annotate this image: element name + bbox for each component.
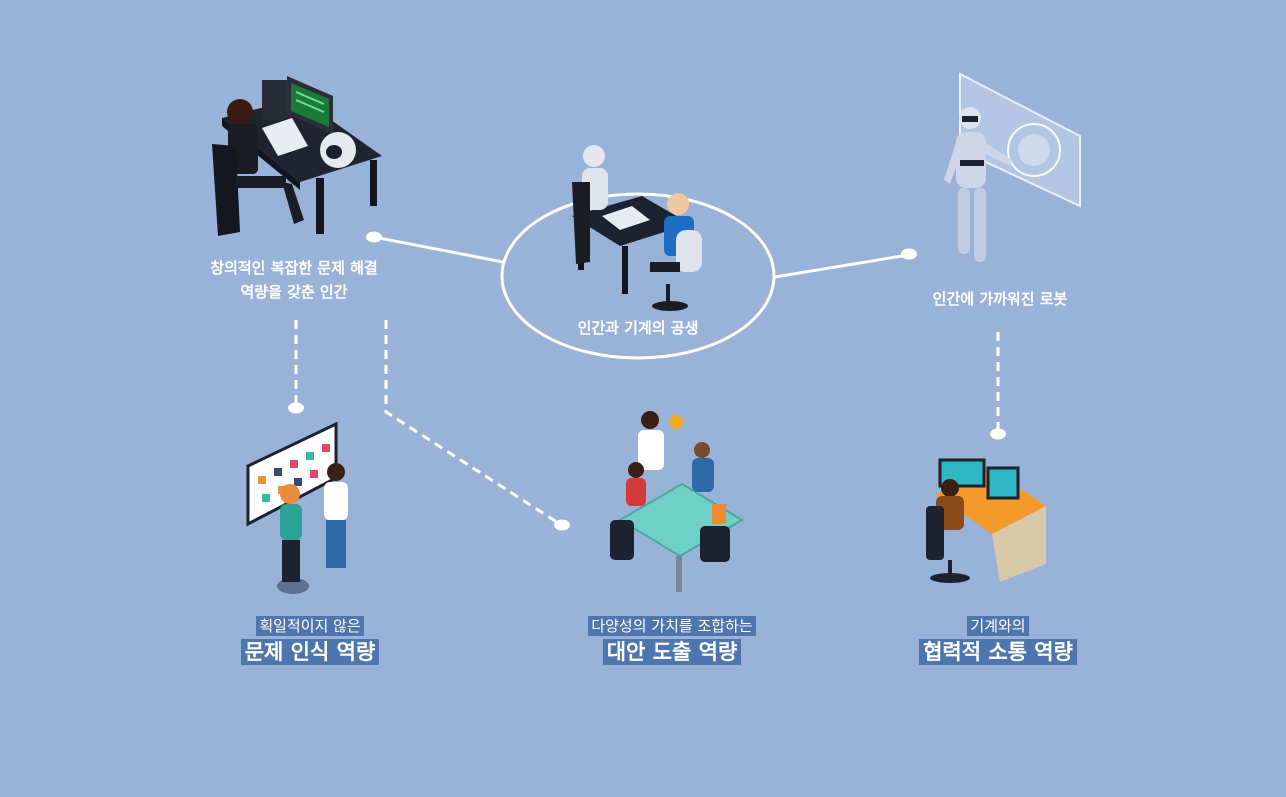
competency-collaborative-communication-subtitle: 기계와의 [967, 616, 1029, 636]
robot-chess-illustration [572, 145, 702, 311]
competency-problem-recognition: 획일적이지 않은 문제 인식 역량 [190, 616, 430, 665]
competency-problem-recognition-subtitle: 획일적이지 않은 [256, 616, 364, 636]
competency-alternative-derivation: 다양성의 가치를 조합하는 대안 도출 역량 [552, 616, 792, 665]
office-desk-illustration [926, 458, 1046, 583]
human-node-label: 창의적인 복잡한 문제 해결 역량을 갖춘 인간 [176, 256, 412, 304]
dot-robot [901, 248, 917, 260]
competency-alternative-derivation-title: 대안 도출 역량 [602, 639, 742, 665]
robot-hologram-illustration [944, 72, 1081, 262]
team-meeting-illustration [610, 411, 744, 592]
dot-collab [990, 428, 1006, 440]
connector-dots [288, 231, 1006, 531]
center-node-label: 인간과 기계의 공생 [577, 319, 699, 337]
competency-alternative-derivation-subtitle: 다양성의 가치를 조합하는 [588, 616, 756, 636]
competency-collaborative-communication-title: 협력적 소통 역량 [919, 639, 1077, 665]
whiteboard-illustration [246, 421, 348, 594]
competency-collaborative-communication: 기계와의 협력적 소통 역량 [878, 616, 1118, 665]
human-node-label-line1: 창의적인 복잡한 문제 해결 [210, 259, 378, 277]
dot-human [366, 231, 382, 243]
center-ellipse [500, 192, 776, 360]
human-at-desk-illustration [212, 76, 382, 236]
dot-alternative [554, 519, 570, 531]
robot-node-label: 인간에 가까워진 로봇 [932, 290, 1068, 308]
dot-problem [288, 402, 304, 414]
connectors [294, 192, 1000, 526]
human-node-label-line2: 역량을 갖춘 인간 [240, 283, 348, 301]
dashed-human-alternative [384, 320, 561, 526]
competency-problem-recognition-title: 문제 인식 역량 [240, 639, 380, 665]
connector-center-robot [774, 253, 909, 279]
connector-human-center [373, 235, 504, 264]
